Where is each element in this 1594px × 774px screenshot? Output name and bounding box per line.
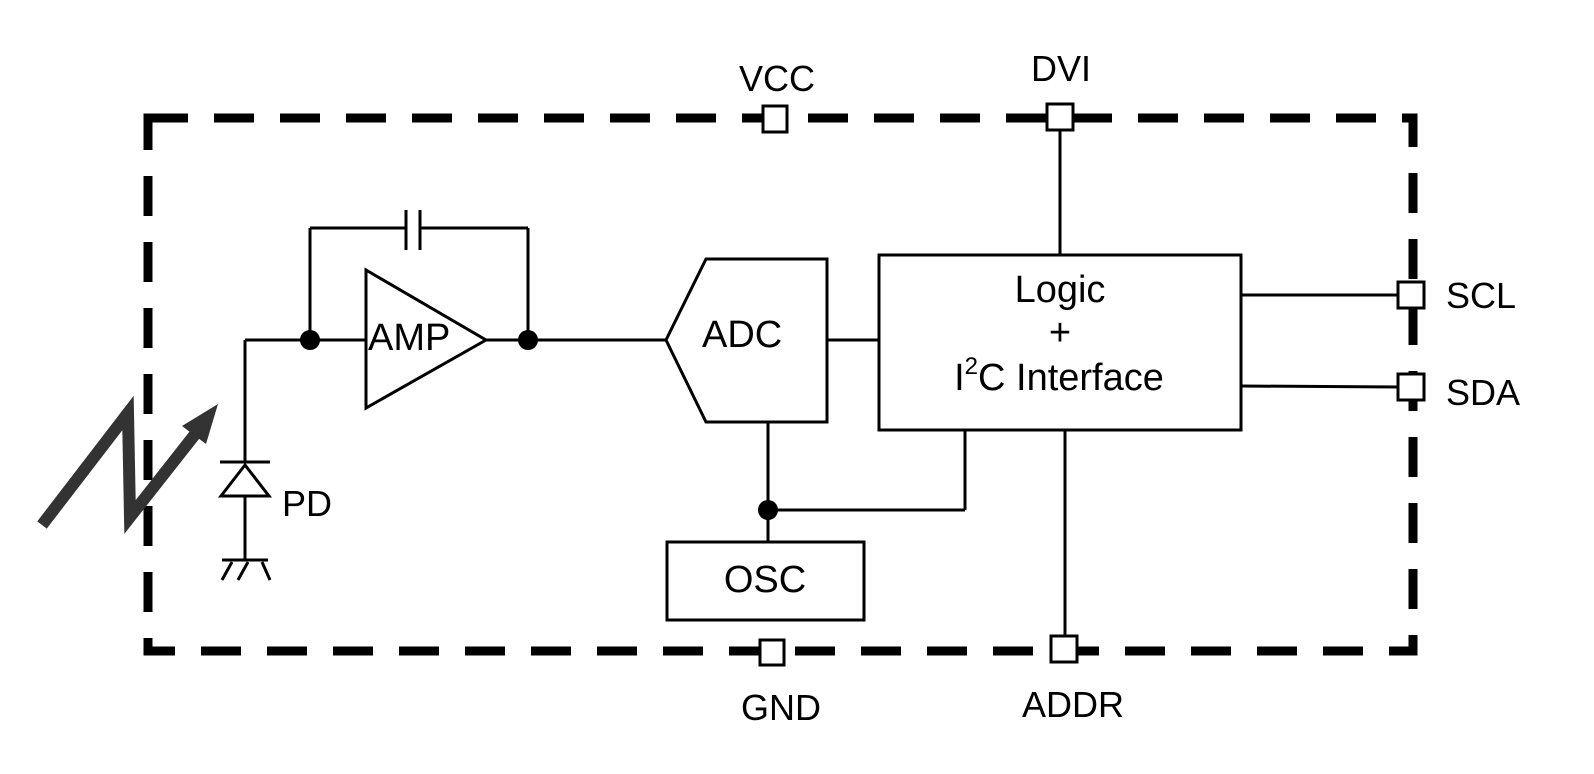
addr-pin (1049, 634, 1079, 664)
vcc-pin (761, 104, 789, 134)
logic-label-line2: + (1049, 312, 1071, 354)
ground-icon (220, 558, 272, 581)
photodiode-icon (217, 340, 273, 560)
osc-block (665, 540, 866, 622)
gnd-pin (758, 638, 786, 667)
sda-pin (1396, 372, 1426, 402)
amp-block (364, 267, 490, 411)
addr-label: ADDR (1022, 684, 1124, 725)
sda-label: SDA (1446, 372, 1520, 413)
capacitor-icon (308, 210, 530, 340)
scl-label: SCL (1446, 275, 1516, 316)
vcc-label: VCC (739, 58, 815, 99)
light-arrow-icon (37, 395, 218, 534)
scl-pin (1396, 280, 1426, 310)
junction-dot-amp-in (300, 330, 320, 350)
logic-label-superscript: 2 (965, 353, 978, 380)
amp-label: AMP (368, 317, 450, 359)
gnd-label: GND (741, 687, 821, 728)
adc-label: ADC (702, 314, 782, 356)
logic-label-line1: Logic (1015, 269, 1106, 311)
logic-label-prefix: I (954, 357, 965, 399)
dvi-pin (1045, 102, 1075, 132)
dvi-label: DVI (1031, 48, 1091, 89)
logic-label-line3: I2C Interface (954, 353, 1164, 399)
photodiode-label: PD (282, 483, 332, 524)
wire-logic-sda (1240, 384, 1399, 389)
logic-block (877, 253, 1243, 432)
logic-label-suffix: C Interface (978, 357, 1164, 399)
osc-label: OSC (724, 559, 806, 601)
junction-dot-osc (758, 500, 778, 520)
